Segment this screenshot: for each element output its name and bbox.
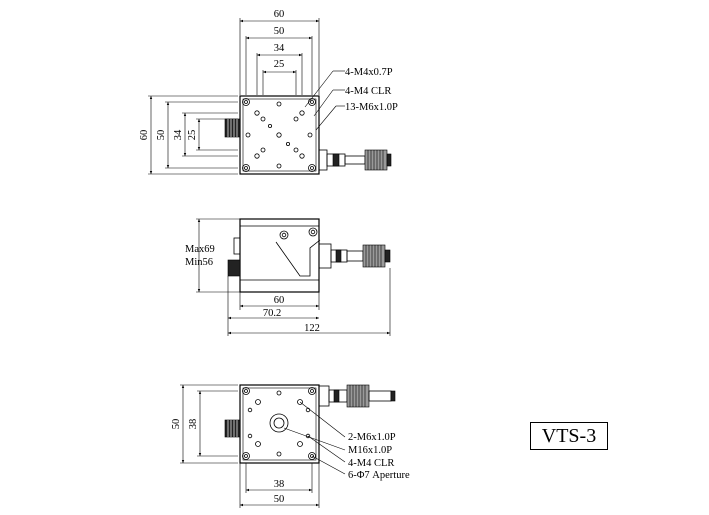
- top-dim-v-25: 25: [187, 130, 198, 141]
- side-height-min: Min56: [185, 257, 213, 268]
- top-dim-v-50: 50: [156, 130, 167, 141]
- side-view: Max69 Min56: [185, 218, 391, 336]
- top-view: 60 50 34 25 60 50 34 25: [139, 9, 398, 175]
- top-dim-h-60: 60: [274, 9, 285, 20]
- side-dim-122: 122: [304, 323, 320, 334]
- top-dim-v-34: 34: [173, 129, 184, 140]
- bottom-stage-plate: [239, 384, 320, 464]
- callout-4-m4x0.7p: 4-M4x0.7P: [345, 67, 393, 78]
- side-dim-60: 60: [274, 295, 285, 306]
- callout-13-m6x1.0p: 13-M6x1.0P: [345, 102, 398, 113]
- callout-m16x1.0p: M16x1.0P: [348, 445, 392, 456]
- top-dim-h-34: 34: [274, 43, 285, 54]
- bottom-holes: [242, 387, 316, 460]
- bottom-dim-v-50: 50: [171, 419, 182, 430]
- callout-4-m4-clr-bottom: 4-M4 CLR: [348, 458, 394, 469]
- bottom-view: 50 38: [171, 384, 410, 508]
- top-mounting-holes: [242, 98, 316, 172]
- bottom-dim-v-38: 38: [188, 419, 199, 430]
- callout-4-m4-clr: 4-M4 CLR: [345, 86, 391, 97]
- bottom-micrometer: [318, 384, 396, 408]
- side-dim-70.2: 70.2: [263, 308, 281, 319]
- top-stage-plate: [239, 95, 320, 175]
- top-lock-clamp: [224, 118, 241, 138]
- model-label: VTS-3: [530, 422, 608, 450]
- top-dim-h-50: 50: [274, 26, 285, 37]
- bottom-dim-h-50: 50: [274, 494, 285, 505]
- top-dim-v-60: 60: [139, 130, 150, 141]
- side-micrometer: [318, 243, 391, 269]
- side-height-max: Max69: [185, 244, 215, 255]
- top-dim-h-25: 25: [274, 59, 285, 70]
- callout-6-aperture: 6-Φ7 Aperture: [348, 470, 410, 481]
- side-body: [239, 218, 320, 293]
- callout-2-m6x1.0p: 2-M6x1.0P: [348, 432, 396, 443]
- bottom-dim-h-38: 38: [274, 479, 285, 490]
- top-micrometer: [318, 149, 392, 171]
